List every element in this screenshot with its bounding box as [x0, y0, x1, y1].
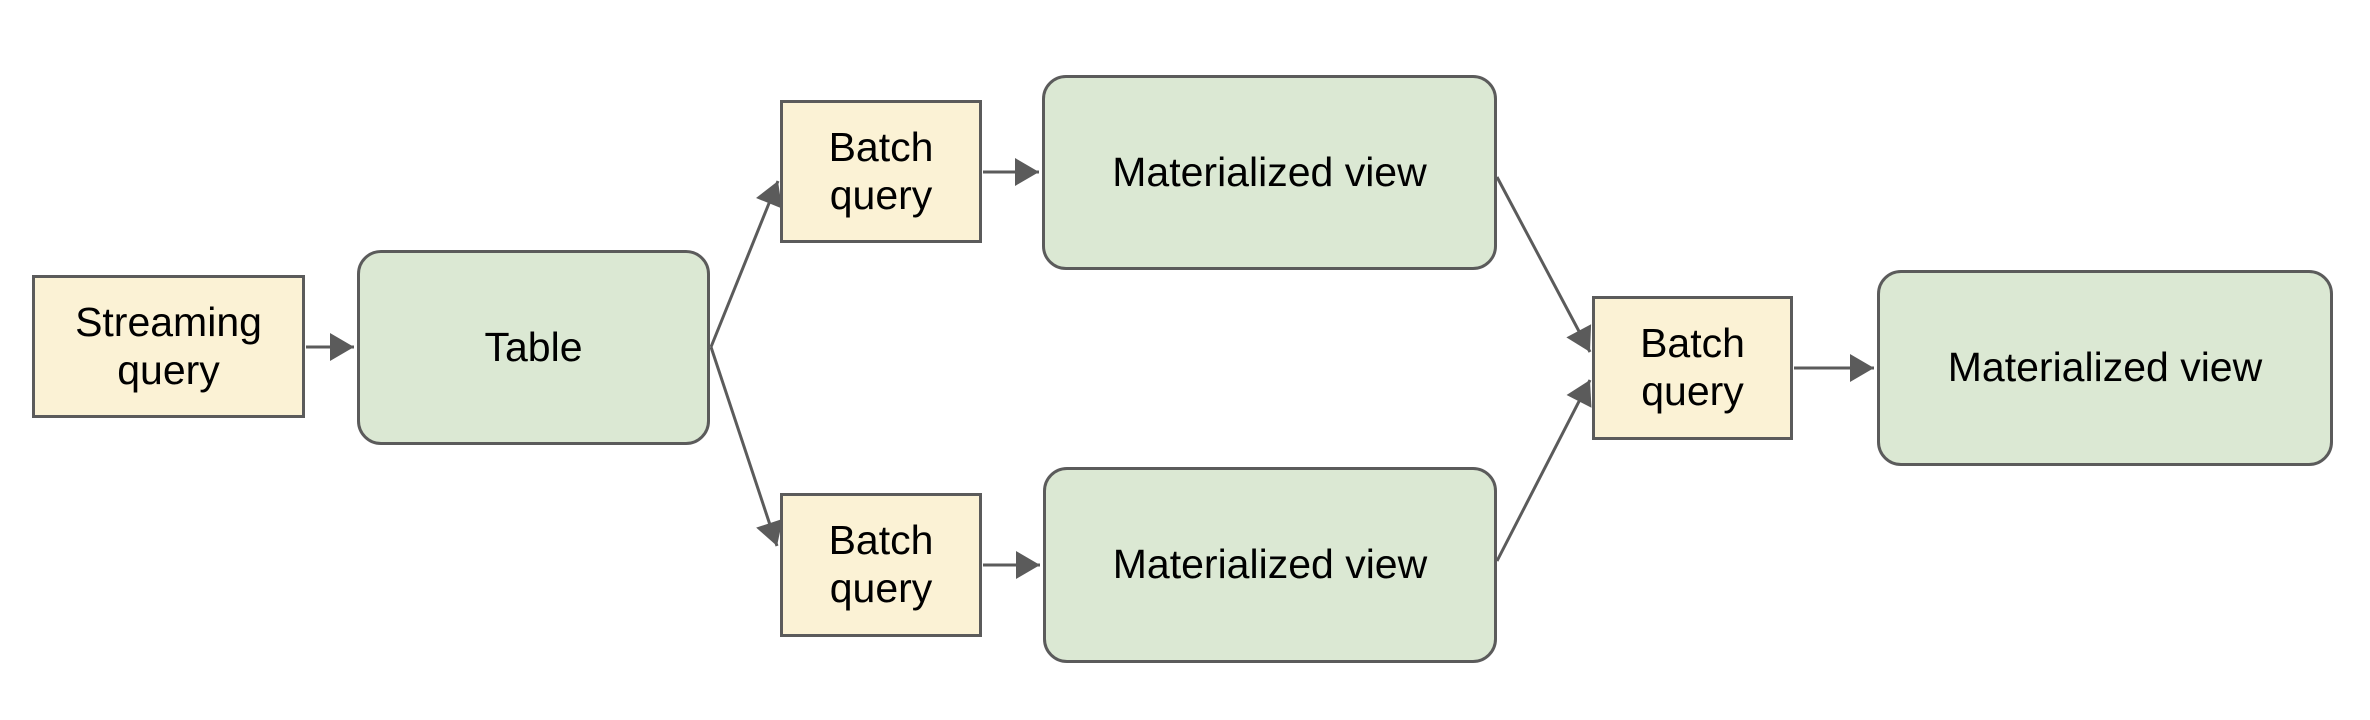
node-label: Materialized view: [1112, 148, 1427, 195]
materialized-view-final-node: Materialized view: [1877, 270, 2333, 466]
batch-query-bottom-node: Batch query: [780, 493, 982, 637]
streaming-query-node: Streaming query: [32, 275, 305, 418]
node-label: Table: [484, 323, 583, 370]
connector-table-node-to-batch-query-top-node: [709, 180, 782, 348]
materialized-view-top-node: Materialized view: [1042, 75, 1497, 270]
node-label: Batch query: [828, 123, 934, 218]
node-label: Batch query: [1640, 320, 1745, 414]
node-label: Materialized view: [1112, 541, 1428, 588]
connector-materialized-view-bottom-node-to-batch-query-merge-node: [1495, 379, 1592, 562]
batch-query-top-node: Batch query: [780, 100, 982, 243]
table-node: Table: [357, 250, 710, 445]
materialized-view-bottom-node: Materialized view: [1043, 467, 1497, 663]
connector-materialized-view-top-node-to-batch-query-merge-node: [1495, 176, 1592, 353]
connector-table-node-to-batch-query-bottom-node: [709, 346, 783, 547]
node-label: Materialized view: [1947, 344, 2263, 391]
batch-query-merge-node: Batch query: [1592, 296, 1793, 440]
node-label: Batch query: [828, 517, 934, 611]
node-label: Streaming query: [75, 298, 262, 393]
